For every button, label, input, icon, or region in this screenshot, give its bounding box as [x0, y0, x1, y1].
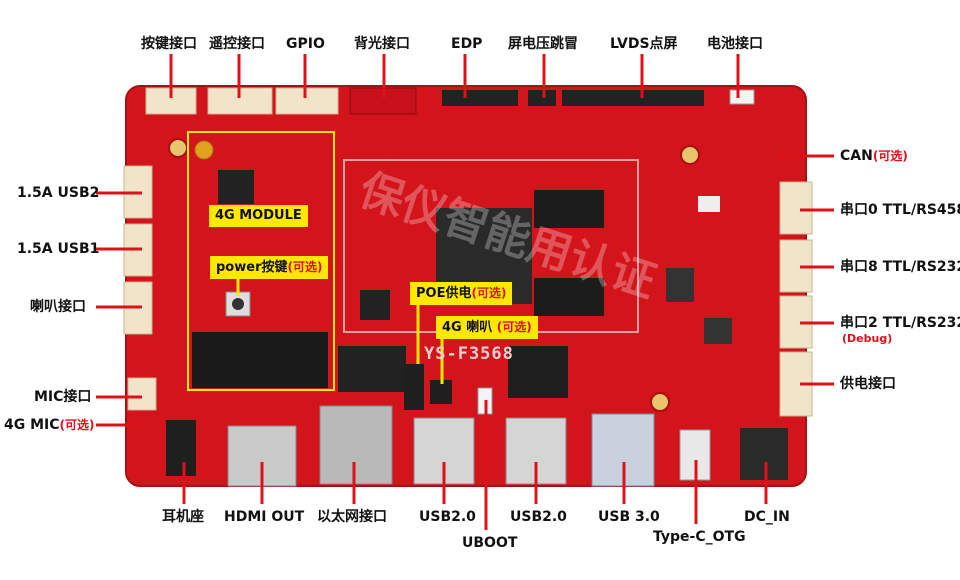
- label-mic-interface: MIC接口: [34, 389, 92, 405]
- label-headphone-jack: 耳机座: [162, 509, 204, 525]
- label-key-interface: 按键接口: [141, 36, 197, 52]
- label-usb20-a: USB2.0: [419, 509, 476, 525]
- label-ethernet: 以太网接口: [317, 509, 387, 525]
- label-serial8: 串口8 TTL/RS232: [840, 259, 960, 275]
- label-power-interface: 供电接口: [840, 376, 896, 392]
- label-can: CAN(可选): [840, 148, 908, 164]
- label-usb30: USB 3.0: [598, 509, 660, 525]
- callout-4g-speaker: 4G 喇叭 (可选): [436, 316, 538, 339]
- label-4g-mic: 4G MIC(可选): [4, 417, 95, 433]
- label-edp: EDP: [451, 36, 483, 52]
- label-lvds: LVDS点屏: [610, 36, 678, 52]
- label-battery-interface: 电池接口: [707, 36, 763, 52]
- callout-poe-power: POE供电(可选): [410, 282, 513, 305]
- label-speaker-interface: 喇叭接口: [30, 299, 86, 315]
- label-uboot: UBOOT: [462, 535, 518, 551]
- label-debug: (Debug): [842, 332, 893, 345]
- label-usb1-left: 1.5A USB1: [17, 241, 100, 257]
- leader-lines: [96, 54, 834, 530]
- module-frame: [187, 131, 335, 391]
- label-serial2: 串口2 TTL/RS232: [840, 315, 960, 331]
- label-remote-interface: 遥控接口: [209, 36, 265, 52]
- label-hdmi-out: HDMI OUT: [224, 509, 305, 525]
- label-dc-in: DC_IN: [744, 509, 790, 525]
- callout-4g-module: 4G MODULE: [209, 205, 308, 227]
- board-model: YS-F3568: [424, 344, 514, 364]
- right-connectors: [779, 181, 813, 417]
- label-type-c-otg: Type-C_OTG: [653, 529, 746, 545]
- callout-lines: [236, 276, 444, 384]
- label-gpio: GPIO: [286, 36, 325, 52]
- callout-power-key: power按键(可选): [210, 256, 329, 279]
- label-backlight-interface: 背光接口: [354, 36, 410, 52]
- top-connectors: [145, 87, 755, 115]
- label-serial0: 串口0 TTL/RS458: [840, 202, 960, 218]
- label-usb2-left: 1.5A USB2: [17, 185, 100, 201]
- label-screen-voltage-jumper: 屏电压跳冒: [508, 36, 578, 52]
- label-usb20-b: USB2.0: [510, 509, 567, 525]
